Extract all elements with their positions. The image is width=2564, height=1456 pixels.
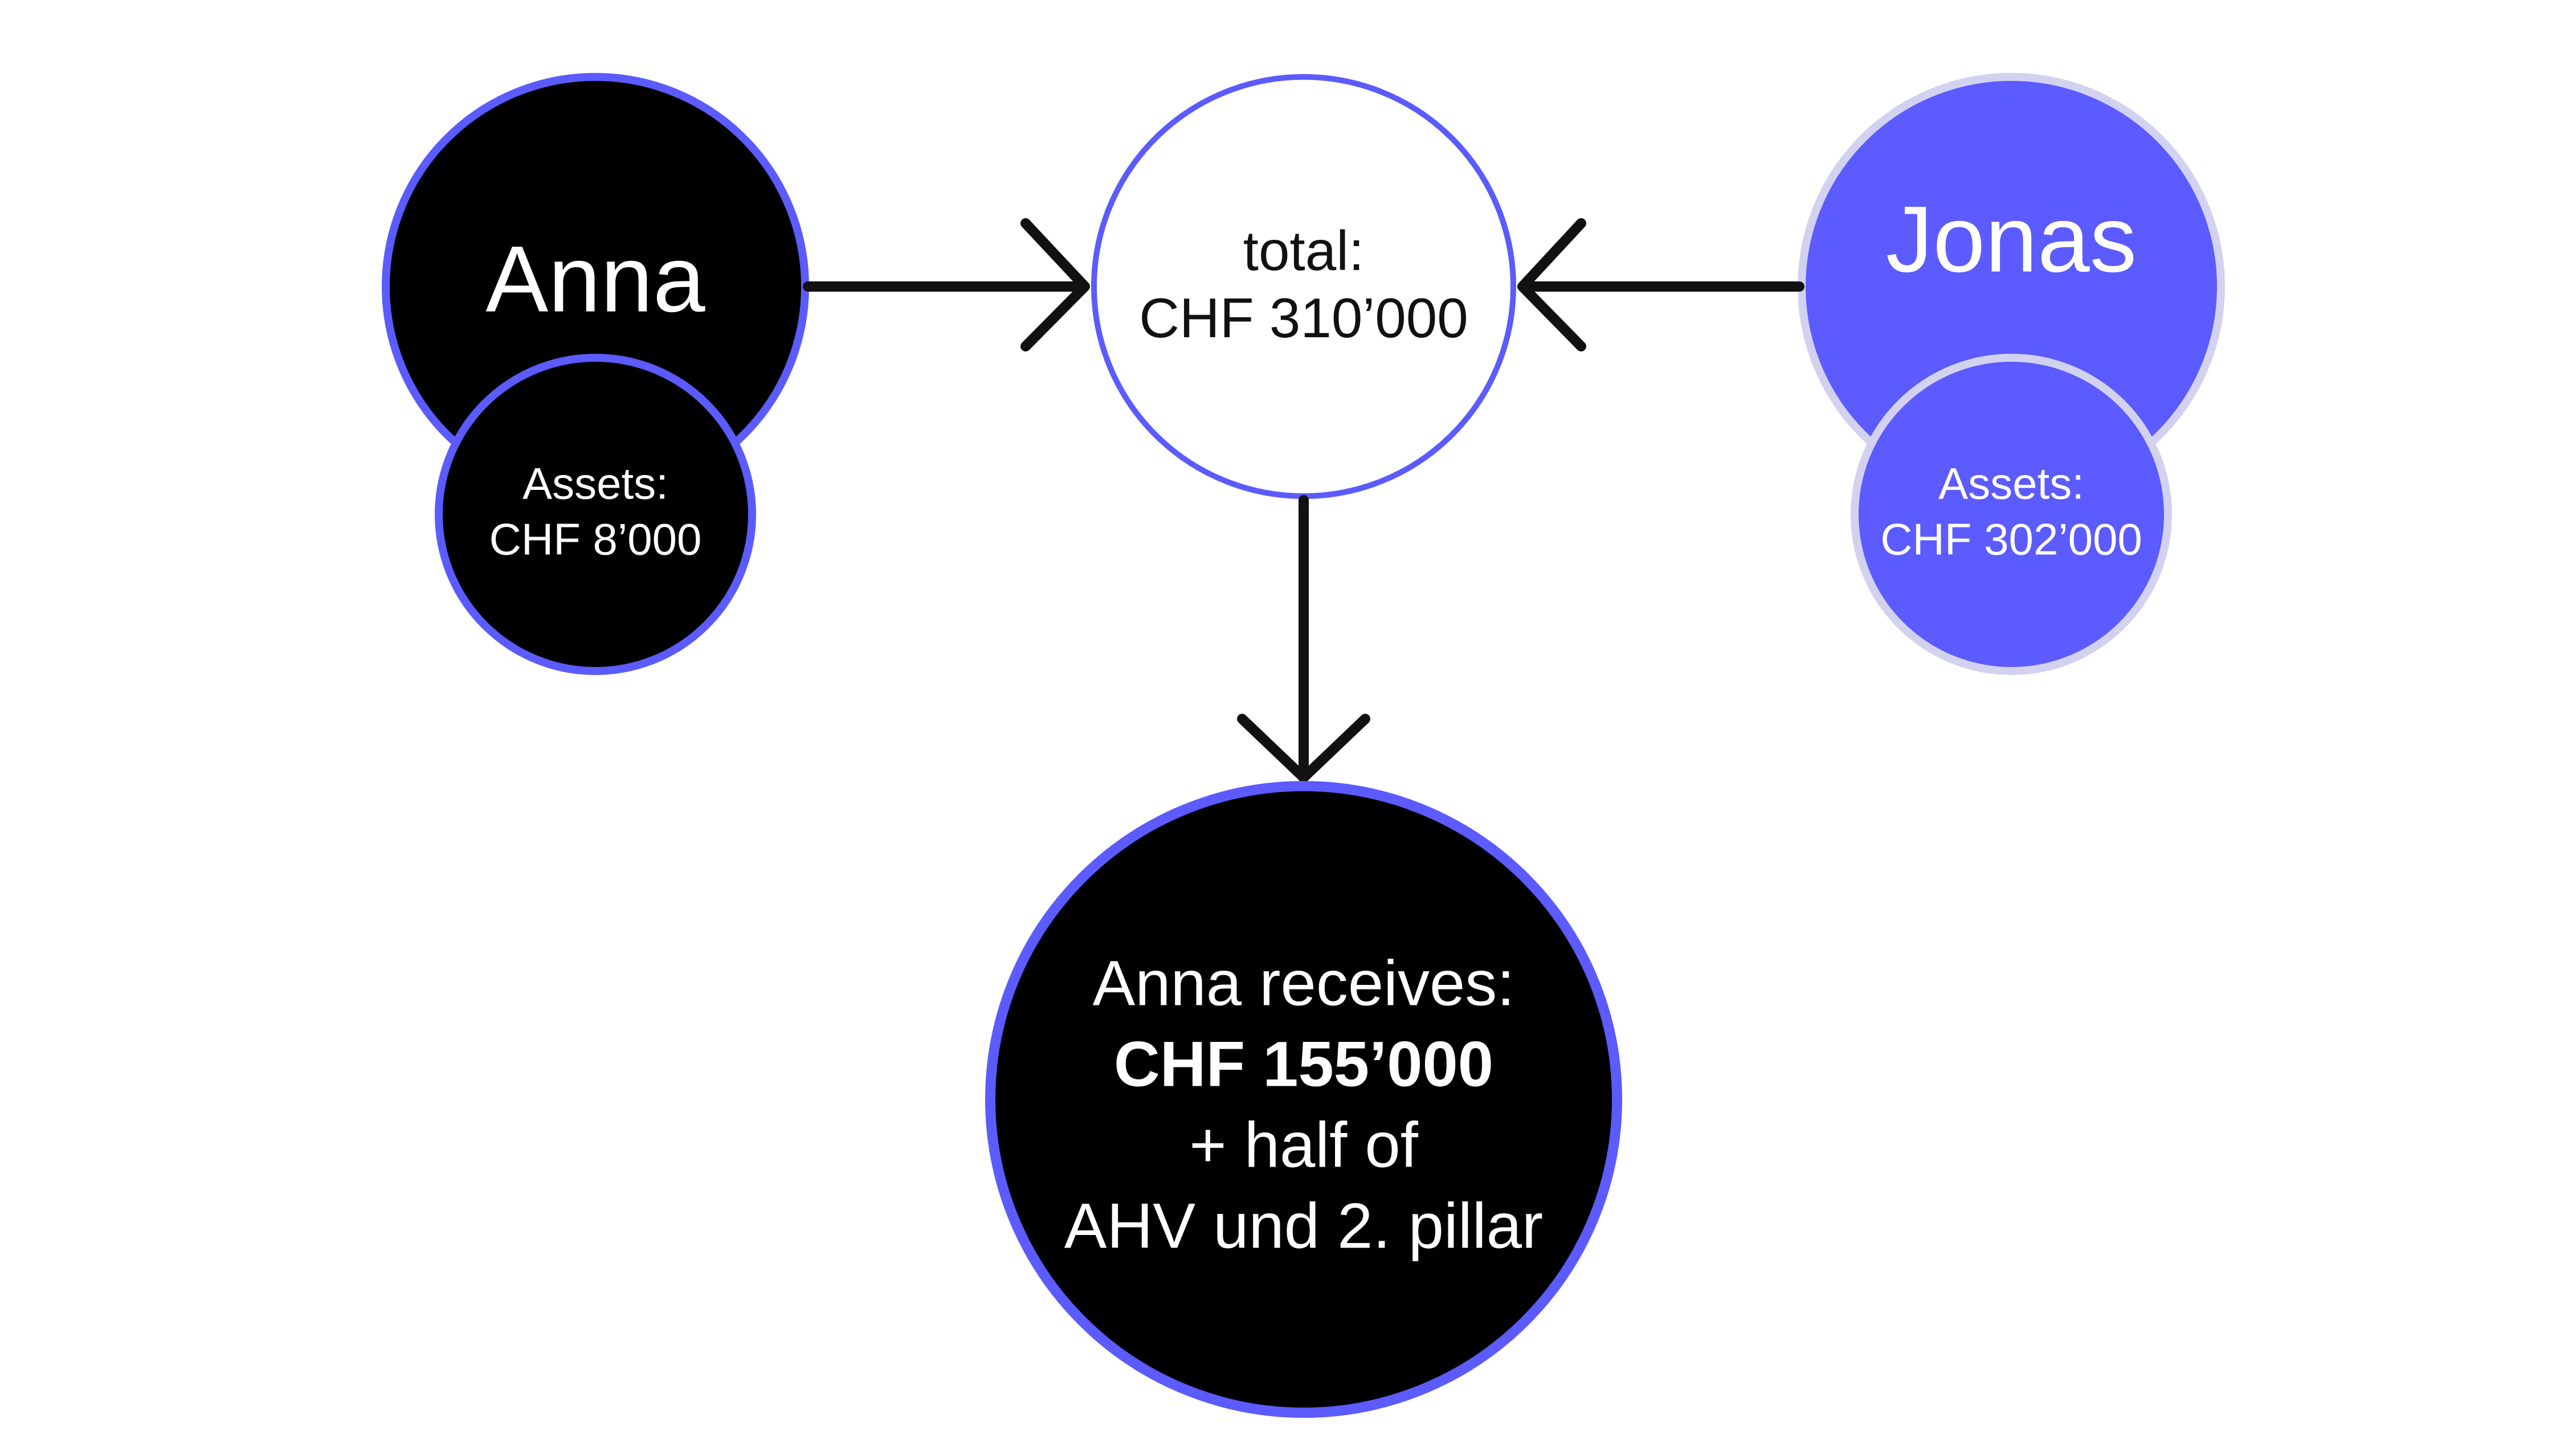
result-line-3: + half of (1189, 1110, 1419, 1181)
result-circle (985, 781, 1622, 1418)
anna-assets-label: Assets: (522, 459, 668, 509)
result-line-1: Anna receives: (1093, 948, 1515, 1019)
jonas-name: Jonas (1886, 187, 2137, 292)
anna-assets-circle (435, 354, 756, 675)
jonas-assets-circle (1851, 354, 2172, 675)
jonas-assets-value: CHF 302’000 (1880, 514, 2142, 565)
result-node: Anna receives: CHF 155’000 + half of AHV… (985, 781, 1622, 1418)
jonas-node: Jonas (1798, 73, 2225, 500)
total-label: total: (1243, 219, 1364, 282)
total-value: CHF 310’000 (1139, 287, 1468, 349)
jonas-assets-label: Assets: (1938, 459, 2084, 509)
result-line-2: CHF 155’000 (1114, 1029, 1493, 1100)
anna-name: Anna (485, 227, 705, 332)
arrow-total-to-result (1237, 495, 1370, 783)
arrow-anna-to-total (803, 218, 1090, 351)
jonas-assets-node: Assets: CHF 302’000 (1851, 354, 2172, 675)
arrow-jonas-to-total (1517, 218, 1804, 351)
anna-assets-node: Assets: CHF 8’000 (435, 354, 756, 675)
anna-assets-value: CHF 8’000 (489, 514, 702, 565)
result-line-4: AHV und 2. pillar (1064, 1191, 1543, 1262)
total-node: total: CHF 310’000 (1091, 74, 1516, 499)
